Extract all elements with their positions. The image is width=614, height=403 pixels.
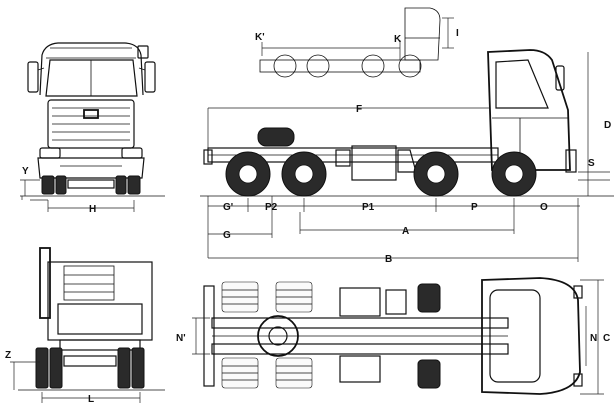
rear-view: [10, 247, 165, 403]
label-P2: P2: [265, 202, 278, 213]
front-axle-1: [491, 151, 537, 197]
side-view: [200, 49, 614, 262]
label-I: I: [456, 28, 459, 39]
label-G-prime: G': [223, 202, 233, 213]
label-K-prime: K': [255, 32, 265, 43]
label-P: P: [471, 202, 478, 213]
label-A: A: [402, 226, 409, 237]
rear-axle-2: [281, 151, 327, 197]
label-C: C: [603, 333, 610, 344]
label-G: G: [223, 230, 231, 241]
front-axle-2: [413, 151, 459, 197]
label-D: D: [604, 120, 611, 131]
label-P1: P1: [362, 202, 375, 213]
label-Y: Y: [22, 166, 29, 177]
label-O: O: [540, 202, 548, 213]
label-F: F: [356, 104, 362, 115]
label-L: L: [88, 394, 94, 403]
front-view: [20, 42, 165, 212]
label-Z: Z: [5, 350, 11, 361]
label-H: H: [89, 204, 96, 215]
plan-view: [192, 277, 604, 395]
chassis-silhouette: [259, 7, 454, 78]
label-N-prime: N': [176, 333, 186, 344]
label-K: K: [394, 34, 402, 45]
label-S: S: [588, 158, 595, 169]
label-N: N: [590, 333, 597, 344]
label-B: B: [385, 254, 392, 265]
tread-pattern: [222, 289, 312, 381]
rear-axle-1: [225, 151, 271, 197]
